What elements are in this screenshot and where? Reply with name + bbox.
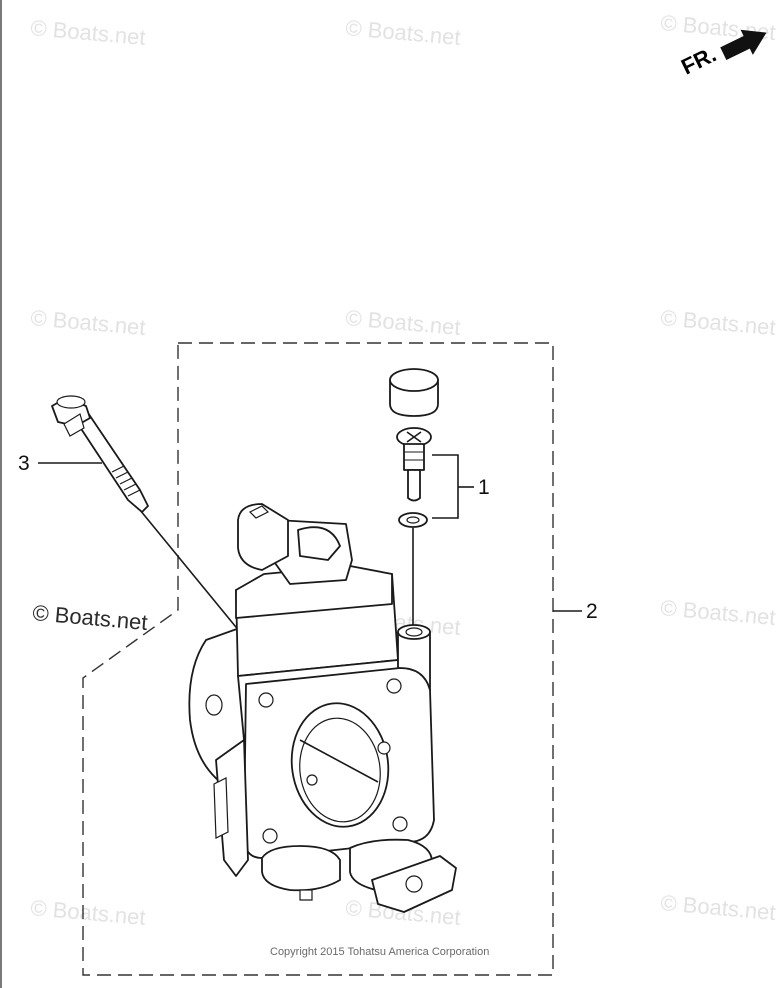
watermark: © Boats.net <box>30 305 147 340</box>
front-direction-label: FR. <box>677 41 720 79</box>
callout-1: 1 <box>432 454 490 519</box>
cap <box>389 368 439 417</box>
callout-number-1: 1 <box>478 476 490 499</box>
callout-2: 2 <box>553 600 598 623</box>
washer <box>398 512 428 528</box>
watermark: © Boats.net <box>660 305 777 340</box>
watermark: © Boats.net <box>30 895 147 930</box>
front-direction-arrow-icon <box>720 29 767 60</box>
throttle-body <box>188 503 457 913</box>
watermark: © Boats.net <box>660 890 777 925</box>
callout-number-2: 2 <box>586 600 598 623</box>
callout-3: 3 <box>18 452 102 475</box>
watermark: © Boats.net <box>660 595 777 630</box>
assembly-boundary <box>82 342 554 976</box>
watermark: © Boats.net <box>345 15 462 50</box>
watermark: © Boats.net <box>345 305 462 340</box>
watermark: © Boats.net <box>30 15 147 50</box>
callout-number-3: 3 <box>18 452 30 475</box>
bolt <box>51 395 241 633</box>
watermark-main: © Boats.net <box>32 600 149 635</box>
copyright-text: Copyright 2015 Tohatsu America Corporati… <box>270 946 489 958</box>
adjust-screw <box>396 427 432 502</box>
